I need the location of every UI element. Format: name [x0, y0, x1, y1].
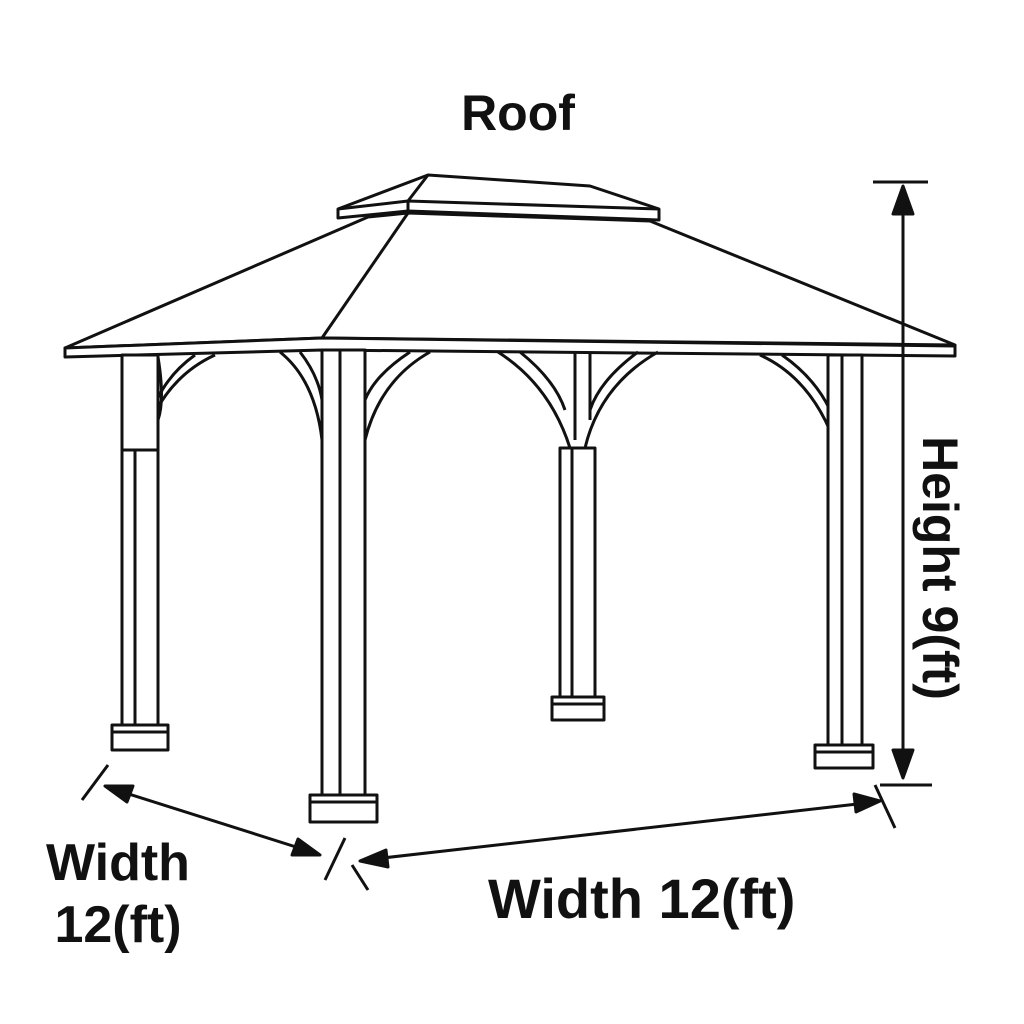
width-left-dimension — [80, 764, 347, 881]
width-left-label-line1: Width — [46, 834, 190, 892]
height-label: Height 9(ft) — [912, 436, 968, 700]
post-back-left — [110, 353, 170, 752]
braces — [136, 350, 840, 453]
post-back-right — [550, 446, 606, 722]
width-bottom-dimension — [350, 784, 897, 891]
post-front-left — [308, 348, 379, 824]
post-front-right — [813, 353, 875, 770]
width-left-label: Width 12(ft) — [40, 832, 196, 956]
roof-cap — [336, 173, 661, 222]
main-roof — [63, 211, 957, 359]
height-dimension — [873, 180, 932, 787]
width-bottom-label: Width 12(ft) — [488, 867, 796, 930]
roof-label: Roof — [461, 85, 575, 141]
width-left-label-line2: 12(ft) — [54, 896, 182, 954]
